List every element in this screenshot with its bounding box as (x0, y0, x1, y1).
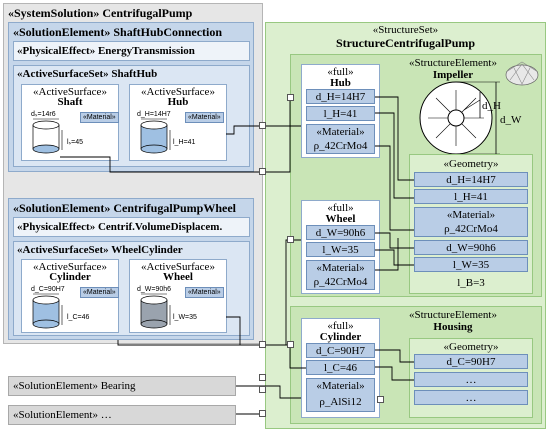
shaft-len: lₛ=45 (67, 139, 84, 146)
hub-len: l_H=41 (173, 139, 196, 146)
wheel-dim: d_W=90h6 (137, 286, 172, 293)
impeller-name: Impeller (432, 69, 474, 81)
housing-geo-row-2-text: … (465, 392, 477, 404)
impeller-row2-0[interactable] (414, 240, 528, 255)
impeller-row2-1-text: l_W=35 (452, 259, 490, 271)
impeller-dw-label: d_W (500, 114, 522, 126)
impeller-dh-label: d_H (482, 100, 501, 112)
shaft-hub-surface-set-title: «ActiveSurfaceSet» ShaftHub (17, 68, 158, 80)
port-bearing-2[interactable] (259, 386, 266, 393)
cylinder-material[interactable]: «Material» (80, 287, 119, 298)
pump-wheel-effect: «PhysicalEffect» Centrif.VolumeDisplacem… (17, 221, 223, 233)
housing-geo-row-1[interactable] (414, 372, 528, 387)
cylinder-dim: d_C=90H7 (31, 286, 65, 293)
impeller-geometry-title: «Geometry» (443, 158, 499, 170)
full-wheel-material-value: ρ_42CrMo4 (313, 276, 368, 288)
housing-name: Housing (433, 321, 473, 333)
full-wheel-material-title: «Material» (316, 262, 365, 274)
full-hub-material[interactable] (306, 124, 375, 154)
full-cylinder-material-value: ρ_AlSi12 (319, 396, 362, 408)
full-wheel-row-1[interactable] (306, 242, 375, 257)
wheel-stereo: «ActiveSurface» (141, 261, 215, 273)
impeller-geo-row-0-text: d_H=14H7 (446, 174, 496, 186)
shaft-dim: dₛ=14r6 (31, 111, 56, 118)
cylinder-stereo: «ActiveSurface» (33, 261, 107, 273)
hub-dim: d_H=14H7 (137, 111, 171, 118)
housing-stereo: «StructureElement» (409, 309, 497, 321)
more-element[interactable] (8, 405, 236, 425)
full-wheel-row-0[interactable] (306, 225, 375, 240)
shaft-stereo: «ActiveSurface» (33, 86, 107, 98)
wheel-material[interactable]: «Material» (185, 287, 224, 298)
shaft-hub-title: «SolutionElement» ShaftHubConnection (13, 25, 223, 39)
shaft-hub-effect-box[interactable] (13, 41, 250, 61)
bearing-title: «SolutionElement» Bearing (13, 380, 136, 392)
hub-material[interactable]: «Material» (185, 112, 224, 123)
housing-geo-row-0[interactable] (414, 354, 528, 369)
full-cylinder-material[interactable] (306, 378, 375, 412)
full-cylinder-row-1[interactable] (306, 360, 375, 375)
housing-geo-row-0-text: d_C=90H7 (446, 356, 496, 368)
full-wheel-material[interactable] (306, 260, 375, 290)
structure-set-name: StructureCentrifugalPump (335, 36, 476, 50)
full-cylinder-row-0-text: d_C=90H7 (316, 345, 365, 357)
hub-name: Hub (167, 96, 189, 108)
full-hub-material-value: ρ_42CrMo4 (313, 140, 368, 152)
full-cylinder-row-0[interactable] (306, 343, 375, 358)
structure-set-stereo: «StructureSet» (372, 24, 439, 36)
shaft-material[interactable]: «Material» (80, 112, 119, 123)
port-more[interactable] (259, 410, 266, 417)
full-wheel-name: Wheel (325, 213, 356, 225)
impeller-material-box[interactable] (414, 207, 528, 237)
port-shaft-hub-2[interactable] (259, 168, 266, 175)
full-cylinder-stereo: «full» (327, 320, 354, 332)
hub-stereo: «ActiveSurface» (141, 86, 215, 98)
full-cylinder-row-1-text: l_C=46 (323, 362, 358, 374)
housing-geo-row-2[interactable] (414, 390, 528, 405)
system-title: «SystemSolution» CentrifugalPump (8, 6, 193, 20)
port-impeller-mid[interactable] (287, 236, 294, 243)
full-wheel-row-1-text: l_W=35 (322, 244, 359, 256)
port-pump-wheel[interactable] (259, 341, 266, 348)
port-impeller-top[interactable] (287, 94, 294, 101)
impeller-geo-row-0[interactable] (414, 172, 528, 187)
impeller-geo-row-1-text: l_H=41 (454, 191, 488, 203)
impeller-material-title: «Material» (446, 209, 496, 221)
full-hub-name: Hub (330, 77, 351, 89)
port-housing-left[interactable] (287, 341, 294, 348)
cylinder-len: l_C=46 (67, 314, 90, 321)
pump-wheel-title: «SolutionElement» CentrifugalPumpWheel (13, 201, 237, 215)
impeller-geo-row-1[interactable] (414, 189, 528, 204)
full-hub-material-title: «Material» (316, 126, 365, 138)
wheel-len: l_W=35 (173, 314, 197, 321)
housing-geometry-title: «Geometry» (443, 341, 499, 353)
bearing-element[interactable] (8, 376, 236, 396)
full-cylinder-material-title: «Material» (316, 380, 365, 392)
full-hub-row-1[interactable] (306, 106, 375, 121)
port-housing[interactable] (377, 396, 384, 403)
full-wheel-stereo: «full» (327, 202, 354, 214)
more-title: «SolutionElement» … (13, 409, 112, 421)
full-hub-stereo: «full» (327, 66, 354, 78)
impeller-row2-0-text: d_W=90h6 (446, 242, 496, 254)
cylinder-name: Cylinder (49, 271, 91, 283)
shaft-hub-effect: «PhysicalEffect» EnergyTransmission (17, 45, 195, 57)
pump-wheel-effect-box[interactable] (13, 217, 250, 237)
impeller-row2-2-text: l_B=3 (457, 277, 485, 289)
housing-geo-row-1-text: … (465, 374, 477, 386)
full-hub-row-0-text: d_H=14H7 (315, 91, 366, 103)
shaft-name: Shaft (57, 96, 83, 108)
port-bearing[interactable] (259, 374, 266, 381)
wheel-name: Wheel (163, 271, 193, 283)
impeller-row2-1[interactable] (414, 257, 528, 272)
full-wheel-row-0-text: d_W=90h6 (315, 227, 366, 239)
impeller-material-value: ρ_42CrMo4 (444, 223, 498, 235)
impeller-stereo: «StructureElement» (409, 57, 497, 69)
pump-wheel-surface-set-title: «ActiveSurfaceSet» WheelCylinder (17, 244, 183, 256)
full-cylinder-name: Cylinder (319, 331, 362, 343)
full-hub-row-1-text: l_H=41 (323, 108, 358, 120)
port-shaft-hub[interactable] (259, 122, 266, 129)
full-hub-row-0[interactable] (306, 89, 375, 104)
